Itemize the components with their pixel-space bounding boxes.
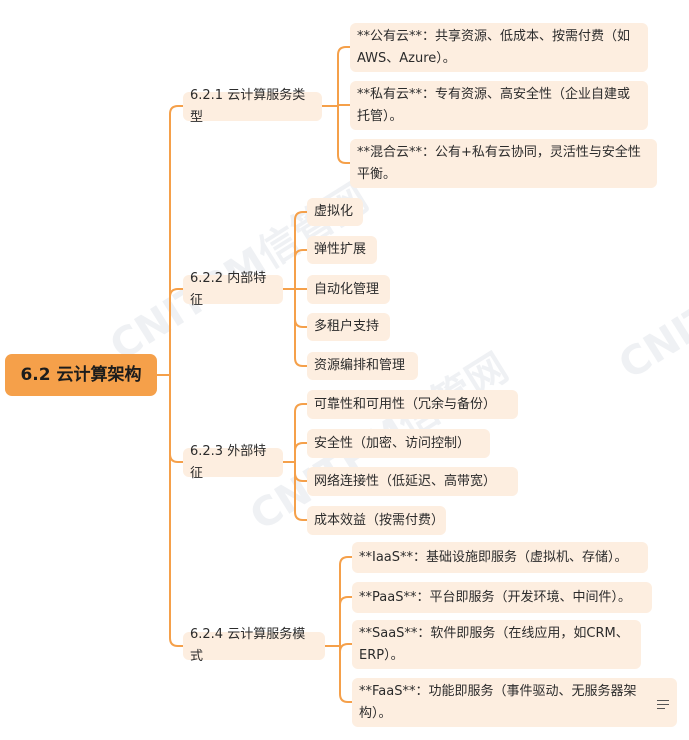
note-icon[interactable]: [657, 697, 669, 712]
leaf-text: **PaaS**：平台即服务（开发环境、中间件）。: [359, 589, 631, 605]
branch-internal-features[interactable]: 6.2.2 内部特征: [183, 271, 283, 308]
connector: [283, 403, 307, 521]
leaf-text: **公有云**：共享资源、低成本、按需付费（如AWS、Azure）。: [357, 28, 631, 66]
leaf-elastic-scaling[interactable]: 弹性扩展: [307, 236, 377, 264]
leaf-text: **混合云**：公有+私有云协同，灵活性与安全性平衡。: [357, 144, 641, 182]
leaf-faas[interactable]: **FaaS**：功能即服务（事件驱动、无服务器架构）。: [352, 678, 677, 727]
leaf-text: 自动化管理: [314, 281, 380, 297]
leaf-iaas[interactable]: **IaaS**：基础设施即服务（虚拟机、存储）。: [352, 542, 648, 573]
leaf-private-cloud[interactable]: **私有云**：专有资源、高安全性（企业自建或托管）。: [350, 81, 648, 130]
leaf-network[interactable]: 网络连接性（低延迟、高带宽）: [307, 467, 518, 496]
leaf-multi-tenant[interactable]: 多租户支持: [307, 313, 390, 341]
leaf-orchestration[interactable]: 资源编排和管理: [307, 352, 418, 380]
leaf-public-cloud[interactable]: **公有云**：共享资源、低成本、按需付费（如AWS、Azure）。: [350, 23, 648, 72]
leaf-paas[interactable]: **PaaS**：平台即服务（开发环境、中间件）。: [352, 582, 652, 613]
branch-cloud-service-types[interactable]: 6.2.1 云计算服务类型: [183, 88, 322, 125]
leaf-reliability[interactable]: 可靠性和可用性（冗余与备份）: [307, 390, 518, 419]
root-label: 6.2 云计算架构: [20, 365, 142, 385]
branch-label: 6.2.2 内部特征: [190, 270, 267, 308]
leaf-text: **SaaS**：软件即服务（在线应用，如CRM、ERP）。: [359, 625, 629, 663]
leaf-security[interactable]: 安全性（加密、访问控制）: [307, 429, 490, 458]
leaf-text: 成本效益（按需付费）: [314, 512, 445, 528]
leaf-text: **FaaS**：功能即服务（事件驱动、无服务器架构）。: [359, 683, 637, 721]
leaf-saas[interactable]: **SaaS**：软件即服务（在线应用，如CRM、ERP）。: [352, 620, 641, 669]
leaf-text: 安全性（加密、访问控制）: [314, 435, 471, 451]
branch-label: 6.2.1 云计算服务类型: [190, 87, 306, 125]
leaf-text: 可靠性和可用性（冗余与备份）: [314, 396, 497, 412]
leaf-text: 弹性扩展: [314, 242, 367, 257]
branch-service-models[interactable]: 6.2.4 云计算服务模式: [183, 627, 325, 664]
leaf-text: 多租户支持: [314, 319, 380, 334]
leaf-text: 网络连接性（低延迟、高带宽）: [314, 473, 497, 489]
leaf-text: 虚拟化: [314, 204, 354, 219]
root-node[interactable]: 6.2 云计算架构: [5, 354, 157, 396]
leaf-text: 资源编排和管理: [314, 358, 406, 373]
connector: [322, 46, 350, 164]
leaf-hybrid-cloud[interactable]: **混合云**：公有+私有云协同，灵活性与安全性平衡。: [350, 139, 657, 188]
branch-label: 6.2.3 外部特征: [190, 443, 267, 481]
leaf-text: **IaaS**：基础设施即服务（虚拟机、存储）。: [359, 549, 628, 565]
leaf-virtualization[interactable]: 虚拟化: [307, 198, 363, 226]
connector: [283, 211, 307, 367]
branch-label: 6.2.4 云计算服务模式: [190, 627, 306, 664]
connector: [157, 105, 183, 647]
branch-external-features[interactable]: 6.2.3 外部特征: [183, 444, 283, 481]
leaf-automation[interactable]: 自动化管理: [307, 275, 390, 304]
connector: [325, 556, 352, 703]
leaf-cost[interactable]: 成本效益（按需付费）: [307, 506, 446, 535]
leaf-text: **私有云**：专有资源、高安全性（企业自建或托管）。: [357, 86, 631, 124]
